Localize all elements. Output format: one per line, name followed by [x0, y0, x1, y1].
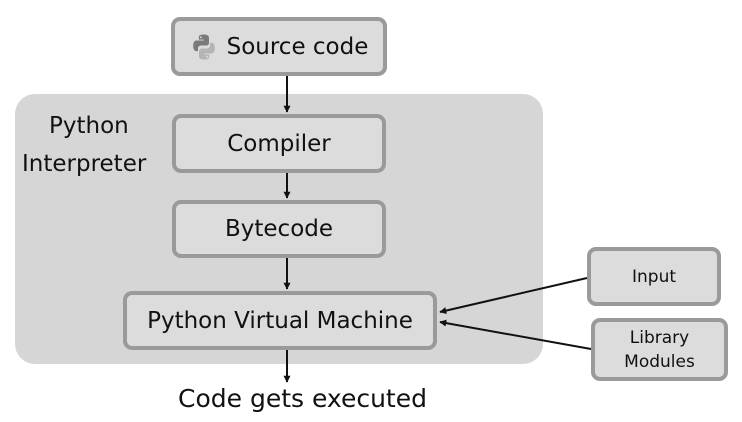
bytecode-label: Bytecode	[224, 216, 334, 242]
library-modules-label-line2: Modules	[624, 351, 695, 372]
python-virtual-machine-box: Python Virtual Machine	[123, 291, 437, 350]
library-modules-box: Library Modules	[591, 318, 728, 381]
compiler-box: Compiler	[172, 114, 386, 173]
input-label: Input	[631, 266, 677, 287]
python-virtual-machine-label: Python Virtual Machine	[147, 307, 413, 334]
arrow-input-to-pvm	[439, 277, 588, 314]
python-logo-icon	[192, 34, 215, 59]
library-modules-label-line1: Library	[629, 327, 690, 348]
bytecode-box: Bytecode	[172, 200, 386, 258]
source-code-label: Source code	[226, 33, 369, 60]
compiler-label: Compiler	[227, 130, 331, 157]
interpreter-label-line2: Interpreter	[22, 151, 147, 177]
interpreter-label-line1: Python	[49, 113, 129, 139]
source-code-box: Source code	[171, 17, 387, 76]
arrow-library-to-pvm	[439, 319, 592, 350]
input-box: Input	[587, 247, 721, 306]
code-executed-label: Code gets executed	[178, 384, 427, 413]
